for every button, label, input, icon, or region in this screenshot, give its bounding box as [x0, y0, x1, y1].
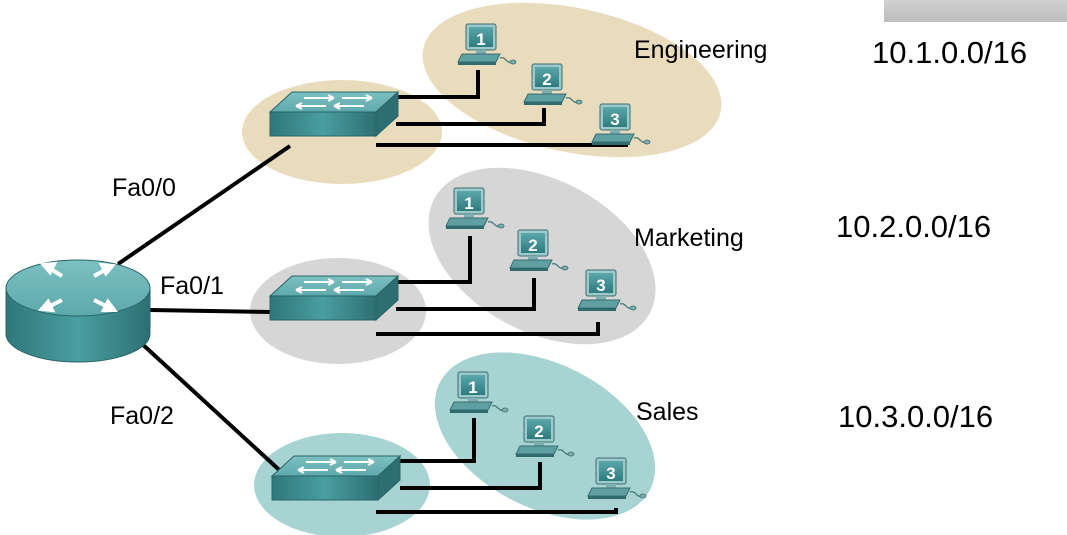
pc-number: 1 [464, 194, 473, 213]
router-icon [5, 259, 151, 363]
link-mkt-pc3 [376, 322, 600, 336]
network-address-sales: 10.3.0.0/16 [838, 399, 993, 434]
port-label-fa0-0: Fa0/0 [112, 174, 176, 202]
router-links [116, 144, 292, 480]
engineering-pc-3: 3 [591, 103, 651, 146]
pc-number: 2 [534, 422, 543, 441]
dept-label-sales: Sales [636, 398, 699, 426]
pc-number: 3 [610, 110, 619, 129]
link-sales-pc2 [400, 462, 542, 490]
host-links [376, 70, 628, 514]
engineering-switch-icon [269, 91, 399, 137]
pc-number: 3 [606, 464, 615, 483]
link-fa0-0 [116, 144, 292, 266]
engineering-hosts-ellipse [422, 2, 722, 158]
link-sales-pc1 [400, 418, 476, 463]
port-label-fa0-1: Fa0/1 [160, 272, 224, 300]
link-fa0-1 [149, 308, 273, 314]
header-bar [884, 0, 1067, 22]
pc-number: 2 [542, 70, 551, 89]
dept-label-engineering: Engineering [634, 36, 767, 64]
link-mkt-pc1 [396, 236, 472, 284]
sales-pc-1: 1 [449, 371, 509, 414]
pc-number: 1 [476, 30, 485, 49]
network-address-engineering: 10.1.0.0/16 [872, 35, 1027, 70]
link-eng-pc2 [396, 108, 546, 126]
link-mkt-pc2 [396, 278, 536, 311]
link-fa0-2 [138, 340, 290, 480]
link-sales-pc3 [376, 508, 618, 514]
sales-pc-2: 2 [515, 415, 575, 458]
engineering-pc-2: 2 [523, 63, 583, 106]
dept-label-marketing: Marketing [634, 224, 744, 252]
network-address-marketing: 10.2.0.0/16 [836, 209, 991, 244]
port-label-fa0-2: Fa0/2 [110, 402, 174, 430]
link-eng-pc1 [396, 70, 480, 99]
pc-number: 1 [468, 378, 477, 397]
sales-switch-icon [271, 455, 401, 501]
marketing-switch-icon [269, 275, 399, 321]
marketing-pc-1: 1 [445, 187, 505, 230]
pc-number: 3 [596, 276, 605, 295]
marketing-pc-2: 2 [509, 229, 569, 272]
pc-number: 2 [528, 236, 537, 255]
engineering-pc-1: 1 [457, 23, 517, 66]
marketing-pc-3: 3 [577, 269, 637, 312]
sales-pc-3: 3 [587, 457, 647, 500]
